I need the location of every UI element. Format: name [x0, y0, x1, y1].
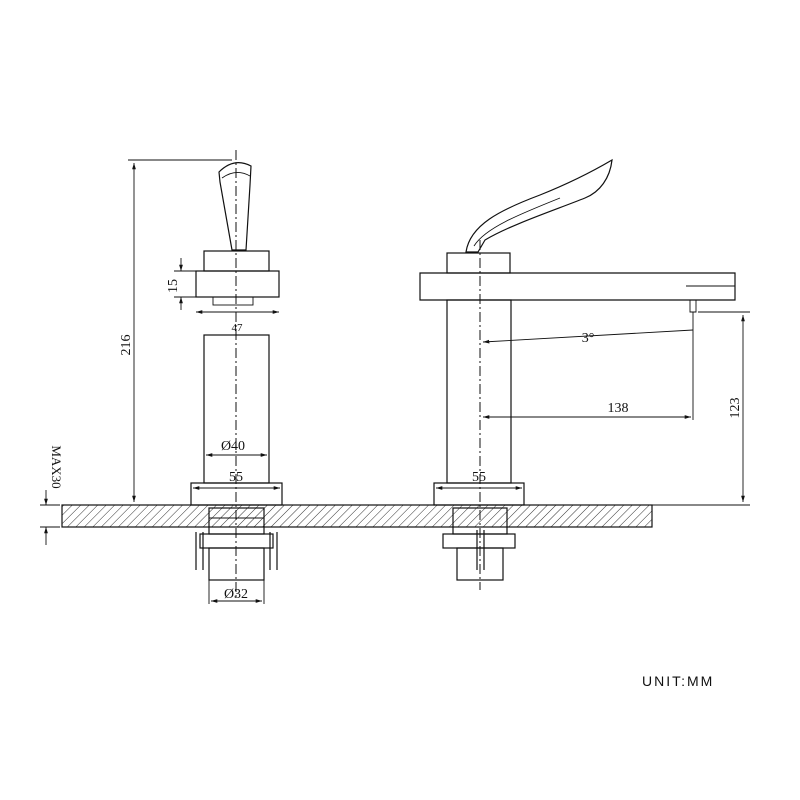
dim-base-width-side: 55 [472, 470, 486, 485]
dim-spout-height: 123 [728, 398, 743, 419]
unit-label: UNIT:MM [642, 673, 714, 689]
side-handle-lever [465, 158, 613, 253]
side-spout [419, 272, 736, 301]
front-view [190, 150, 283, 600]
countertop [61, 504, 653, 528]
dim-handle-base-height: 15 [166, 279, 181, 293]
side-handle-cap [446, 252, 511, 274]
dim-handle-width: 47 [232, 322, 244, 334]
side-body [446, 299, 512, 484]
dim-max-counter-thickness: MAX30 [49, 445, 64, 488]
side-mounting-nut [442, 533, 516, 549]
dim-body-diameter: Ø40 [221, 439, 245, 454]
side-base [433, 482, 525, 506]
dim-total-height: 216 [119, 335, 134, 356]
dimension-lines: 216 15 47 Ø40 55 MAX30 Ø32 3° 138 [40, 159, 750, 604]
dim-thread-diameter: Ø32 [224, 587, 248, 602]
dim-base-width-front: 55 [229, 470, 243, 485]
dim-spout-reach: 138 [608, 401, 629, 416]
front-handle-lever [218, 162, 252, 251]
side-view [419, 158, 736, 590]
dim-spout-angle: 3° [582, 331, 595, 346]
